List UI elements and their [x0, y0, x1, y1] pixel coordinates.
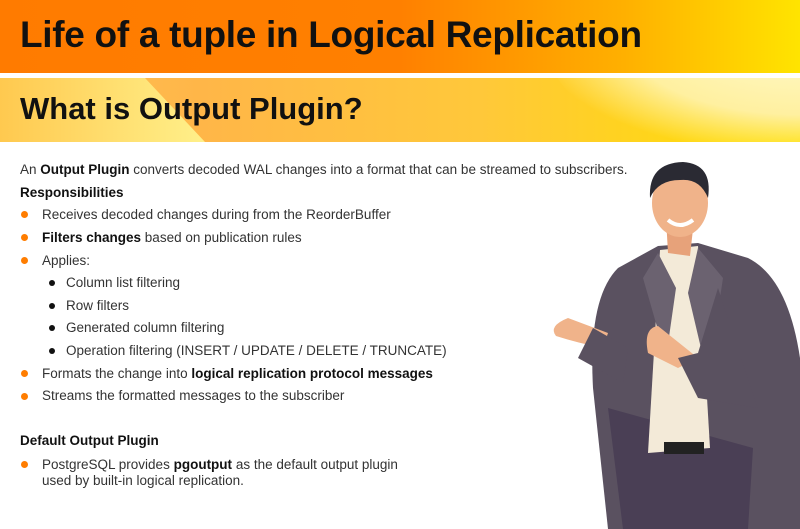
responsibilities-heading: Responsibilities	[20, 185, 124, 200]
default-plugin-heading: Default Output Plugin	[20, 433, 159, 448]
sub-list-item: Operation filtering (INSERT / UPDATE / D…	[66, 343, 447, 358]
list-item: Filters changes based on publication rul…	[42, 230, 302, 245]
intro-text: An Output Plugin converts decoded WAL ch…	[20, 162, 628, 177]
bullet-icon	[21, 257, 28, 264]
slide-title: Life of a tuple in Logical Replication	[20, 14, 642, 55]
slide-subtitle: What is Output Plugin?	[20, 91, 363, 126]
title-banner	[0, 0, 800, 73]
bullet-icon	[21, 370, 28, 377]
list-item: PostgreSQL provides pgoutput as the defa…	[42, 457, 398, 472]
bullet-icon	[21, 234, 28, 241]
presenter-illustration	[553, 162, 800, 529]
bullet-icon	[21, 461, 28, 468]
list-item: Receives decoded changes during from the…	[42, 207, 391, 222]
list-item: Formats the change into logical replicat…	[42, 366, 433, 381]
list-item: Streams the formatted messages to the su…	[42, 388, 345, 403]
bullet-icon	[21, 393, 28, 400]
sub-list-item: Row filters	[66, 298, 130, 313]
sub-list-item: Column list filtering	[66, 275, 181, 290]
sub-bullet-icon	[49, 303, 55, 309]
sub-bullet-icon	[49, 280, 55, 286]
list-item-continuation: used by built-in logical replication.	[42, 473, 244, 488]
bullet-icon	[21, 211, 28, 218]
sub-bullet-icon	[49, 348, 55, 354]
sub-list-item: Generated column filtering	[66, 320, 225, 335]
sub-bullet-icon	[49, 325, 55, 331]
list-item: Applies:	[42, 253, 91, 268]
subtitle-banner	[0, 78, 800, 142]
